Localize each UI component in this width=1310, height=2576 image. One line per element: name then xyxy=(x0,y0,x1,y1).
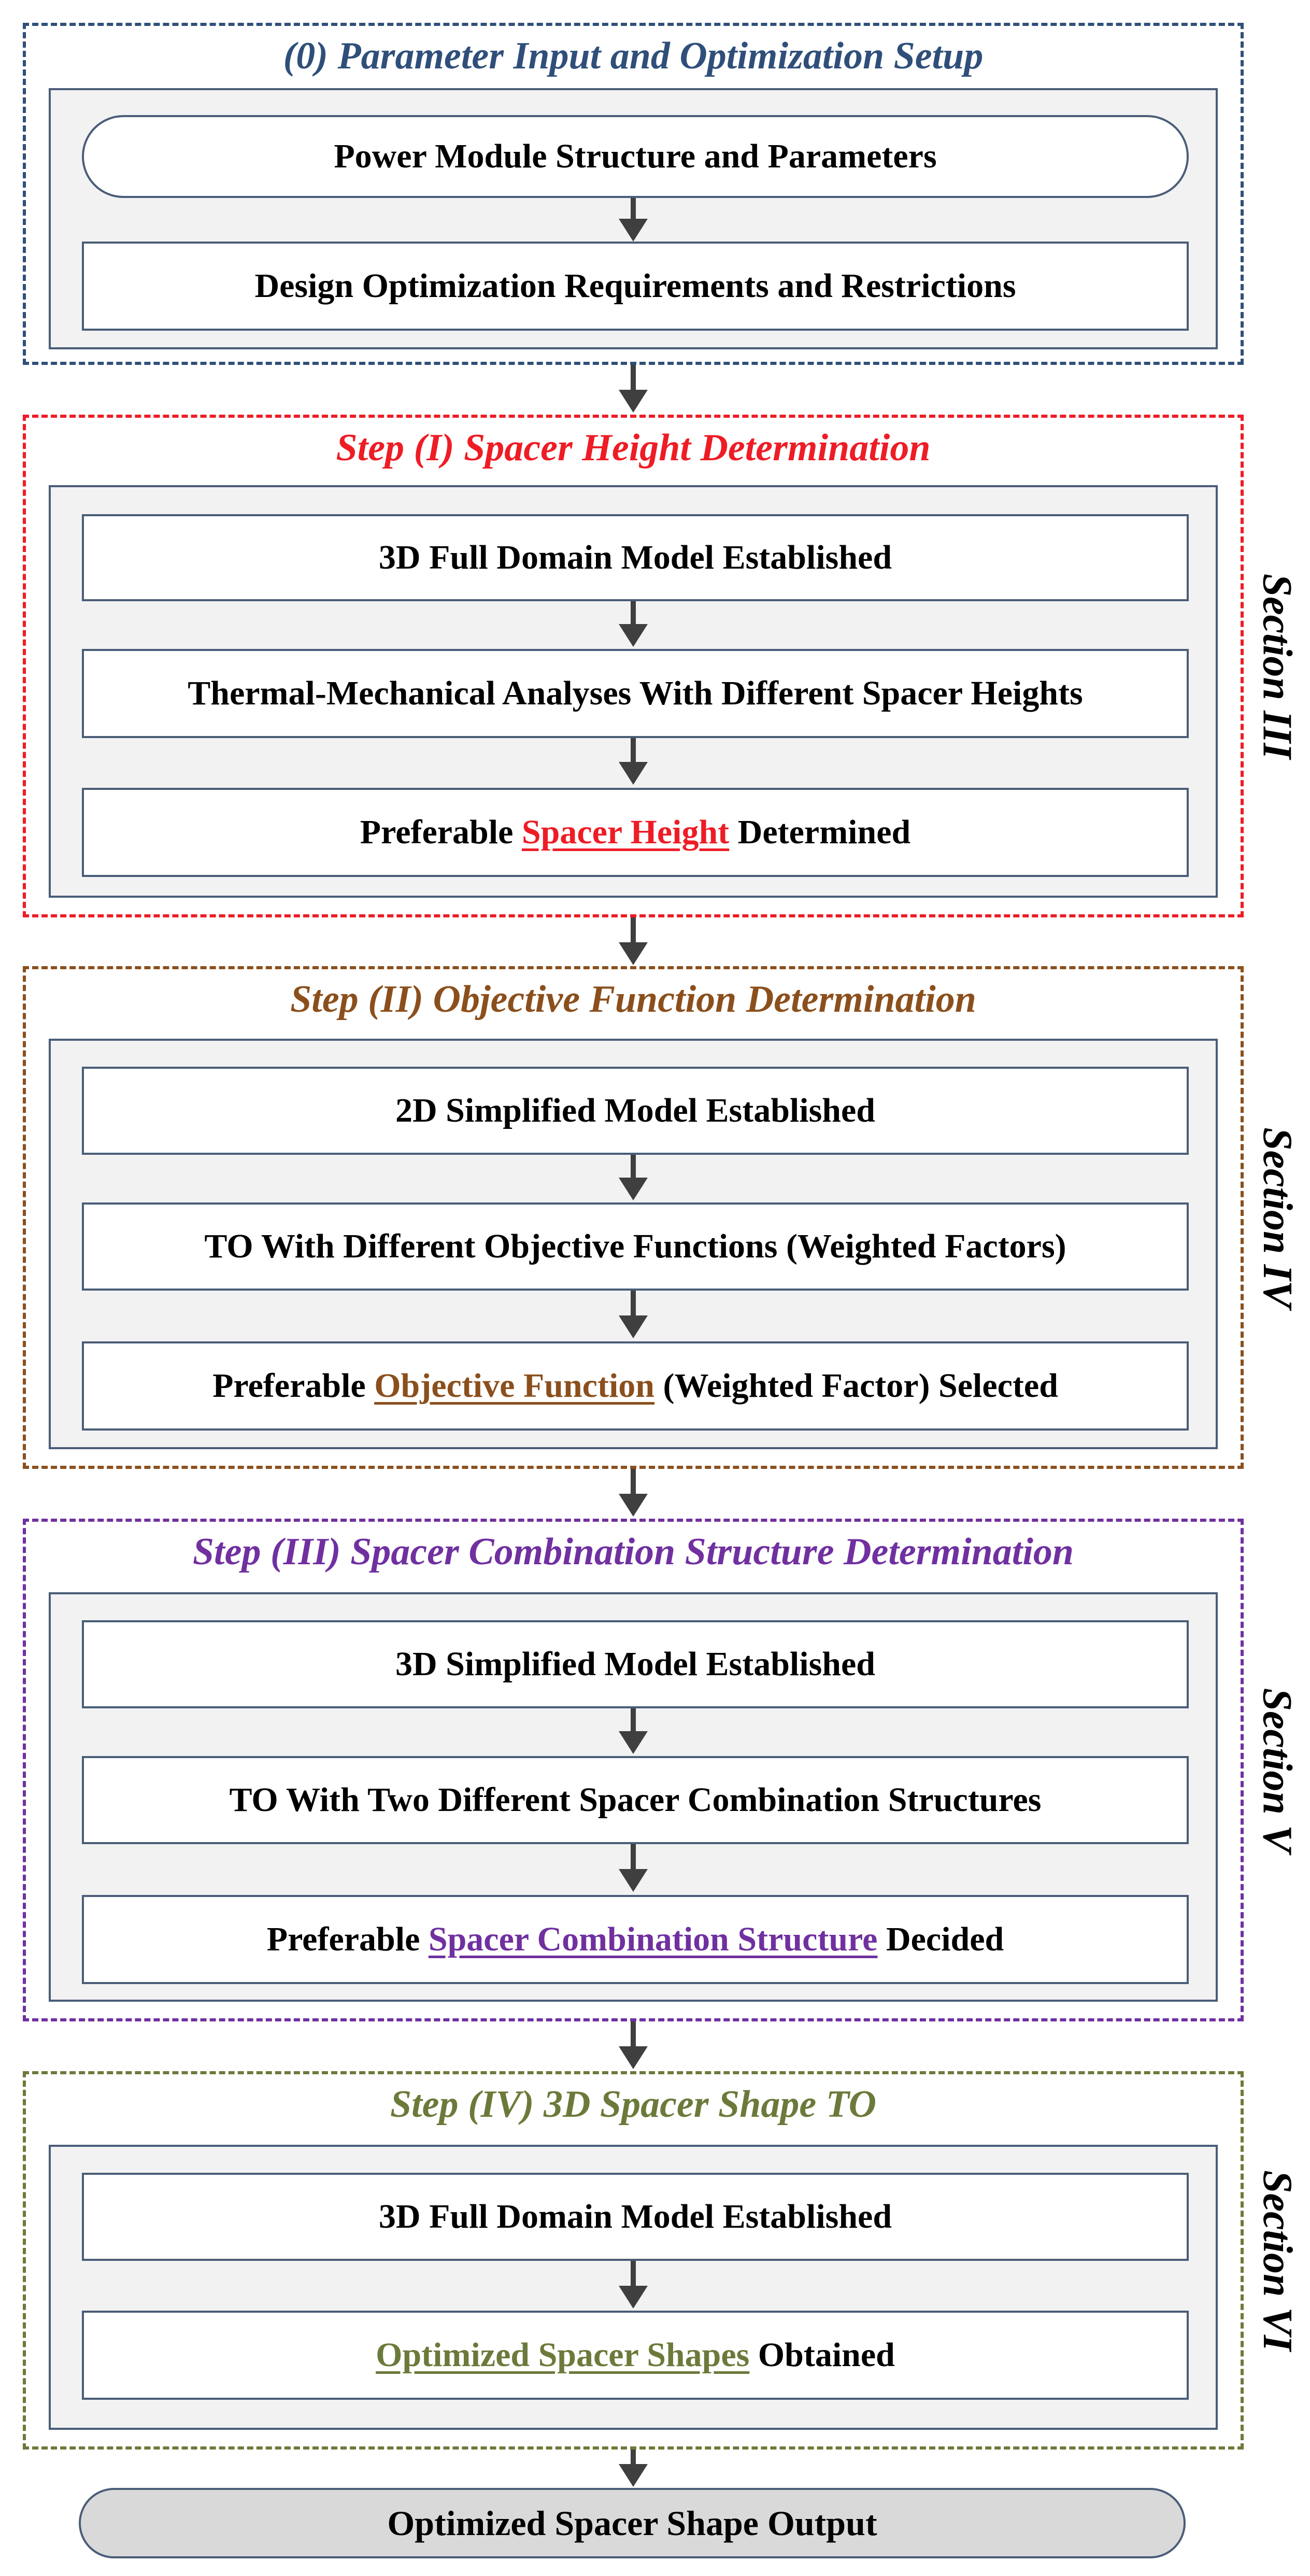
section-iv-label: Section IV xyxy=(1244,966,1310,1469)
step-4-highlight: Optimized Spacer Shapes xyxy=(376,2336,750,2374)
step-3-box-3-post: Decided xyxy=(877,1920,1004,1958)
step-3-box-1-text: 3D Simplified Model Established xyxy=(395,1645,875,1683)
step-4-container: Step (IV) 3D Spacer Shape TO 3D Full Dom… xyxy=(23,2071,1244,2450)
step-2-box-model: 2D Simplified Model Established xyxy=(82,1067,1189,1155)
step-0-container: (0) Parameter Input and Optimization Set… xyxy=(23,23,1244,365)
step-4-title: Step (IV) 3D Spacer Shape TO xyxy=(390,2083,877,2126)
step-0-box-1-text: Power Module Structure and Parameters xyxy=(334,137,937,175)
section-vi-text: Section VI xyxy=(1254,2170,1300,2351)
step-4-box-1-text: 3D Full Domain Model Established xyxy=(378,2198,892,2235)
step-2-highlight: Objective Function xyxy=(374,1367,654,1405)
step-3-box-2-text: TO With Two Different Spacer Combination… xyxy=(229,1781,1042,1819)
step-4-box-result: Optimized Spacer Shapes Obtained xyxy=(82,2311,1189,2400)
step-1-box-3-post: Determined xyxy=(729,813,911,851)
step-3-title: Step (III) Spacer Combination Structure … xyxy=(192,1531,1074,1573)
step-1-box-result: Preferable Spacer Height Determined xyxy=(82,788,1189,877)
section-vi-label: Section VI xyxy=(1244,2071,1310,2450)
step-1-highlight: Spacer Height xyxy=(521,813,730,851)
step-0-box-structure-parameters: Power Module Structure and Parameters xyxy=(82,115,1189,198)
step-3-box-model: 3D Simplified Model Established xyxy=(82,1620,1189,1708)
step-3-highlight: Spacer Combination Structure xyxy=(428,1920,878,1958)
step-1-box-1-text: 3D Full Domain Model Established xyxy=(378,539,892,576)
step-4-box-model: 3D Full Domain Model Established xyxy=(82,2173,1189,2261)
step-0-panel: Power Module Structure and Parameters De… xyxy=(49,88,1218,349)
final-output-text: Optimized Spacer Shape Output xyxy=(387,2503,877,2543)
step-3-panel: 3D Simplified Model Established TO With … xyxy=(49,1592,1218,2002)
step-2-box-result: Preferable Objective Function (Weighted … xyxy=(82,1341,1189,1431)
step-2-box-2-text: TO With Different Objective Functions (W… xyxy=(204,1227,1066,1265)
step-0-box-2-text: Design Optimization Requirements and Res… xyxy=(254,267,1016,305)
section-v-label: Section V xyxy=(1244,1519,1310,2021)
step-2-title: Step (II) Objective Function Determinati… xyxy=(290,978,976,1021)
step-0-box-requirements: Design Optimization Requirements and Res… xyxy=(82,242,1189,331)
step-3-container: Step (III) Spacer Combination Structure … xyxy=(23,1519,1244,2021)
step-4-panel: 3D Full Domain Model Established Optimiz… xyxy=(49,2145,1218,2430)
step-3-box-3-pre: Preferable xyxy=(266,1920,429,1958)
step-2-box-to: TO With Different Objective Functions (W… xyxy=(82,1202,1189,1291)
section-iii-text: Section III xyxy=(1254,573,1300,759)
section-iii-label: Section III xyxy=(1244,415,1310,917)
step-3-box-result: Preferable Spacer Combination Structure … xyxy=(82,1895,1189,1984)
step-1-box-model: 3D Full Domain Model Established xyxy=(82,514,1189,601)
step-1-title: Step (I) Spacer Height Determination xyxy=(336,427,931,469)
step-1-box-analyses: Thermal-Mechanical Analyses With Differe… xyxy=(82,649,1189,738)
section-v-text: Section V xyxy=(1254,1688,1300,1852)
step-1-box-3-pre: Preferable xyxy=(360,813,522,851)
step-1-box-2-text: Thermal-Mechanical Analyses With Differe… xyxy=(188,674,1083,712)
step-4-box-2-post: Obtained xyxy=(749,2336,895,2374)
step-1-panel: 3D Full Domain Model Established Thermal… xyxy=(49,485,1218,898)
step-2-panel: 2D Simplified Model Established TO With … xyxy=(49,1039,1218,1449)
step-2-box-1-text: 2D Simplified Model Established xyxy=(395,1092,875,1129)
final-output-box: Optimized Spacer Shape Output xyxy=(79,2488,1186,2558)
section-iv-text: Section IV xyxy=(1254,1127,1300,1308)
step-1-container: Step (I) Spacer Height Determination 3D … xyxy=(23,415,1244,917)
step-2-box-3-pre: Preferable xyxy=(212,1367,375,1405)
step-3-box-to: TO With Two Different Spacer Combination… xyxy=(82,1756,1189,1844)
step-0-title: (0) Parameter Input and Optimization Set… xyxy=(283,35,984,77)
step-2-box-3-post: (Weighted Factor) Selected xyxy=(654,1367,1058,1405)
step-2-container: Step (II) Objective Function Determinati… xyxy=(23,966,1244,1469)
